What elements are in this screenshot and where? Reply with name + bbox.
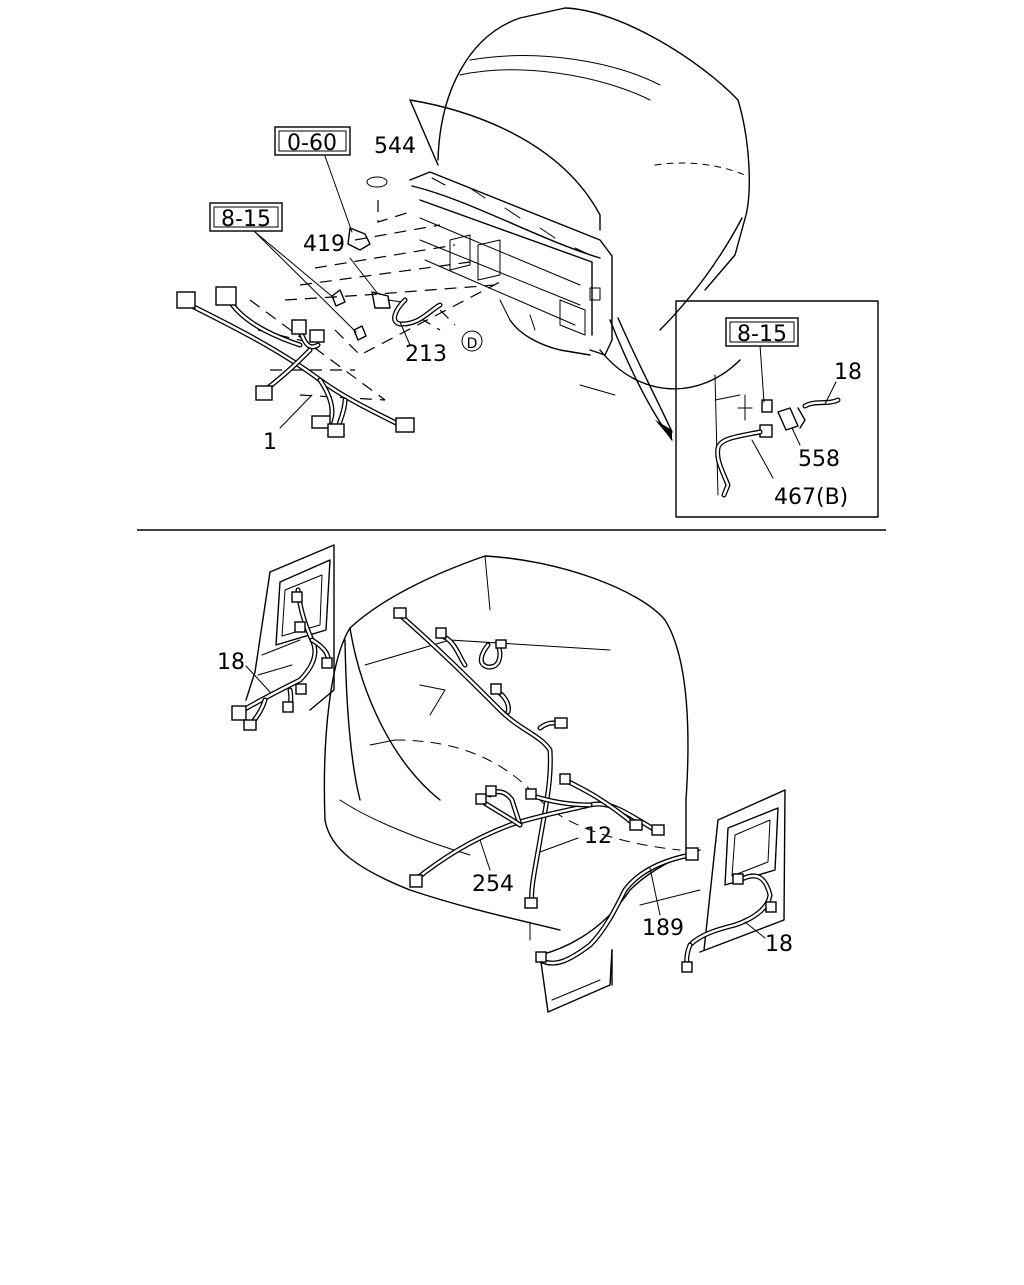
part-254-label: 254: [472, 872, 514, 897]
part-18-right-label: 18: [765, 932, 793, 957]
part-18-left-label: 18: [217, 650, 245, 675]
part-189-label: 189: [642, 916, 684, 941]
left-door-drawing: 18: [217, 544, 335, 731]
inset-part-18-label: 18: [834, 360, 862, 385]
cab-front-drawing: [409, 7, 750, 441]
inset-ref-8-15-label: 8-15: [737, 322, 787, 347]
top-small-parts: [331, 227, 443, 341]
right-door-drawing: [681, 789, 786, 973]
top-dashed-leaders: [249, 200, 501, 401]
inset-panel: 8-15 18 558 467(B): [675, 300, 879, 518]
ref-box-0-60: 0-60: [274, 126, 351, 156]
part-213-label: 213: [405, 342, 447, 367]
svg-text:D: D: [467, 336, 478, 352]
inset-part-467b-label: 467(B): [774, 485, 848, 510]
roof-harness: [393, 607, 568, 909]
part-544-label: 544: [374, 134, 416, 159]
ref-box-8-15-top: 8-15: [209, 202, 283, 232]
part-419-label: 419: [303, 232, 345, 257]
floor-harness: [529, 847, 699, 966]
front-harness: [176, 286, 415, 438]
cab-interior-drawing: [323, 555, 701, 1013]
dash-harness: [409, 773, 665, 888]
top-leader-lines: [254, 155, 411, 429]
mark-d: D: [461, 330, 483, 352]
part-1-label: 1: [263, 430, 277, 455]
part-12-label: 12: [584, 824, 612, 849]
inset-part-558-label: 558: [798, 447, 840, 472]
ref-0-60-label: 0-60: [287, 131, 337, 156]
ref-8-15-top-label: 8-15: [221, 207, 271, 232]
